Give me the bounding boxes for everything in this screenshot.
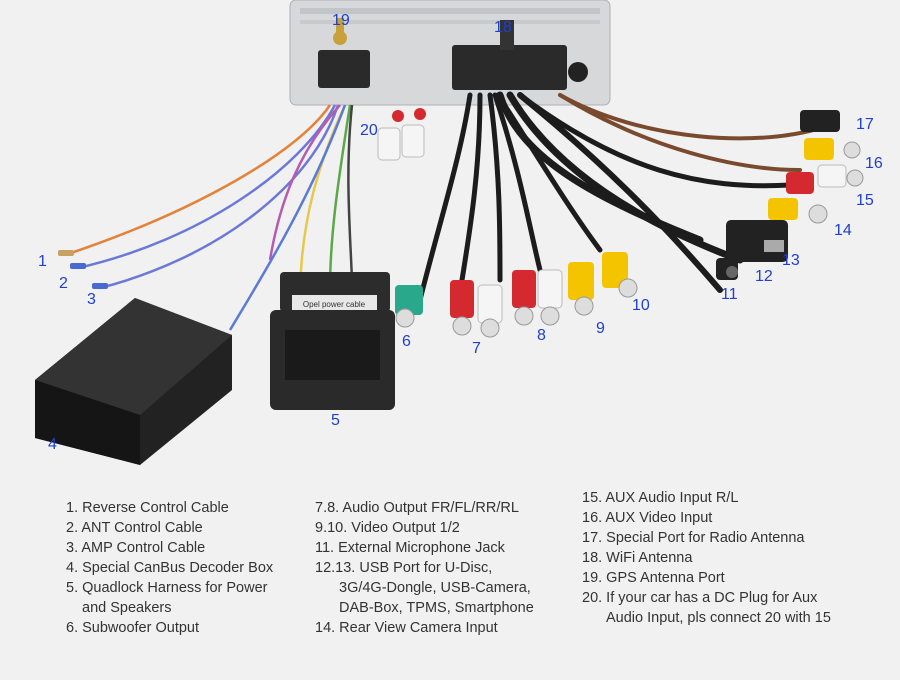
legend-item: 15. AUX Audio Input R/L [582,490,739,506]
legend-item: 17. Special Port for Radio Antenna [582,530,805,546]
legend-item: 5. Quadlock Harness for Power [66,580,268,596]
callout-4: 4 [48,436,57,453]
legend-item-continued: DAB-Box, TPMS, Smartphone [339,600,534,616]
callout-2: 2 [59,275,68,292]
legend-item: 18. WiFi Antenna [582,550,693,566]
callout-8: 8 [537,327,546,344]
legend-item: 12.13. USB Port for U-Disc, [315,560,493,576]
canbus-decoder-box [35,298,232,465]
legend-item: 19. GPS Antenna Port [582,570,725,586]
callout-13: 13 [782,252,800,269]
legend-item: 11. External Microphone Jack [315,540,505,556]
radio-chassis [289,0,611,106]
harness-tag: Opel power cable [303,300,366,309]
callout-16: 16 [865,155,883,172]
legend-item-continued: 3G/4G-Dongle, USB-Camera, [339,580,531,596]
legend-item: 3. AMP Control Cable [66,540,206,556]
legend-item: 14. Rear View Camera Input [315,620,498,636]
legend-column-1: 1. Reverse Control Cable 2. ANT Control … [66,498,273,638]
callout-19: 19 [332,12,350,29]
harness-photo: Opel power cable [35,0,864,465]
legend-item: 4. Special CanBus Decoder Box [66,560,274,576]
legend-item: 6. Subwoofer Output [66,620,199,636]
wire-terminals [58,250,108,289]
callout-14: 14 [834,222,852,239]
callout-7: 7 [472,340,481,357]
cable-bundle [417,91,832,303]
callout-10: 10 [632,297,650,314]
legend-item-continued: and Speakers [82,600,172,616]
callout-12: 12 [755,268,773,285]
legend-item: 7.8. Audio Output FR/FL/RR/RL [315,500,519,516]
legend-column-2: 7.8. Audio Output FR/FL/RR/RL 9.10. Vide… [315,498,534,638]
callout-15: 15 [856,192,874,209]
callout-11: 11 [721,286,738,303]
callout-18: 18 [494,19,512,36]
callout-17: 17 [856,116,874,133]
rca-plugs [377,108,864,338]
legend-item: 9.10. Video Output 1/2 [315,520,460,536]
legend-item: 1. Reverse Control Cable [66,500,229,516]
legend-column-3: 15. AUX Audio Input R/L 16. AUX Video In… [582,488,831,628]
legend-item: 16. AUX Video Input [582,510,713,526]
quadlock-harness: Opel power cable [270,272,395,410]
callout-6: 6 [402,333,411,350]
control-wires [64,104,354,331]
callout-20: 20 [360,122,378,139]
legend-item: 20. If your car has a DC Plug for Aux [582,590,818,606]
callout-3: 3 [87,291,96,308]
callout-5: 5 [331,412,340,429]
callout-1: 1 [38,253,47,270]
callout-9: 9 [596,320,605,337]
legend-item-continued: Audio Input, pls connect 20 with 15 [606,610,831,626]
legend-item: 2. ANT Control Cable [66,520,203,536]
